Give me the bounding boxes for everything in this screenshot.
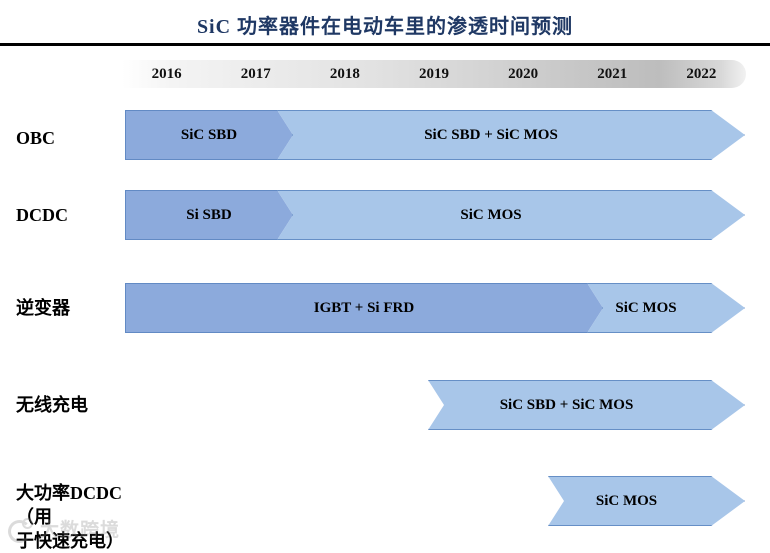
year-tick-2019: 2019	[419, 66, 449, 82]
watermark-text: 大数跨境	[40, 520, 121, 541]
row-label-wireless-charging: 无线充电	[16, 395, 88, 415]
year-tick-2020: 2020	[508, 66, 539, 82]
year-tick-2022: 2022	[686, 66, 717, 82]
arrow-segment-label: SiC SBD + SiC MOS	[499, 396, 634, 413]
year-tick-2017: 2017	[240, 66, 271, 82]
arrow-segment: SiC MOS	[548, 476, 745, 526]
arrow-segment-label: SiC MOS	[460, 206, 522, 223]
arrow-segment: SiC MOS	[587, 283, 745, 333]
year-tick-2021: 2021	[597, 66, 628, 82]
arrow-segment: SiC SBD + SiC MOS	[277, 110, 745, 160]
page-title: SiC 功率器件在电动车里的渗透时间预测	[196, 16, 574, 38]
arrow-segment: SiC SBD + SiC MOS	[428, 380, 745, 430]
ring-dot-logo-icon	[8, 517, 34, 543]
arrow-segment: SiC SBD	[125, 110, 293, 160]
arrow-segment-label: Si SBD	[186, 206, 232, 223]
arrow-segment-label: IGBT + Si FRD	[313, 299, 415, 316]
watermark: 大数跨境	[8, 515, 121, 543]
arrow-segment-label: SiC SBD + SiC MOS	[424, 126, 558, 143]
arrow-row-3: IGBT + Si FRD SiC MOS	[0, 283, 770, 333]
arrow-row-4: SiC SBD + SiC MOS	[0, 380, 770, 430]
arrow-segment-label: SiC SBD	[180, 126, 238, 143]
arrow-row-2: Si SBD SiC MOS	[0, 190, 770, 240]
arrow-segment-label: SiC MOS	[615, 299, 677, 316]
row-label-high-power-dcdc: 大功率DCDC（用 于快速充电）	[16, 483, 124, 551]
year-tick-container: 2016 2017 2018 2019 2020 2021 2022	[122, 60, 746, 88]
title-divider	[0, 43, 770, 46]
arrow-segment-label: SiC MOS	[595, 492, 658, 509]
year-axis-bar: 2016 2017 2018 2019 2020 2021 2022	[122, 60, 746, 88]
arrow-row-1: SiC SBD SiC SBD + SiC MOS	[0, 110, 770, 160]
year-tick-2016: 2016	[151, 66, 182, 82]
row-label-obc: OBC	[16, 128, 56, 148]
row-label-dcdc: DCDC	[16, 205, 68, 225]
year-tick-2018: 2018	[329, 66, 360, 82]
arrow-segment: IGBT + Si FRD	[125, 283, 603, 333]
arrow-segment: Si SBD	[125, 190, 293, 240]
row-label-inverter: 逆变器	[16, 298, 70, 318]
arrow-segment: SiC MOS	[277, 190, 745, 240]
